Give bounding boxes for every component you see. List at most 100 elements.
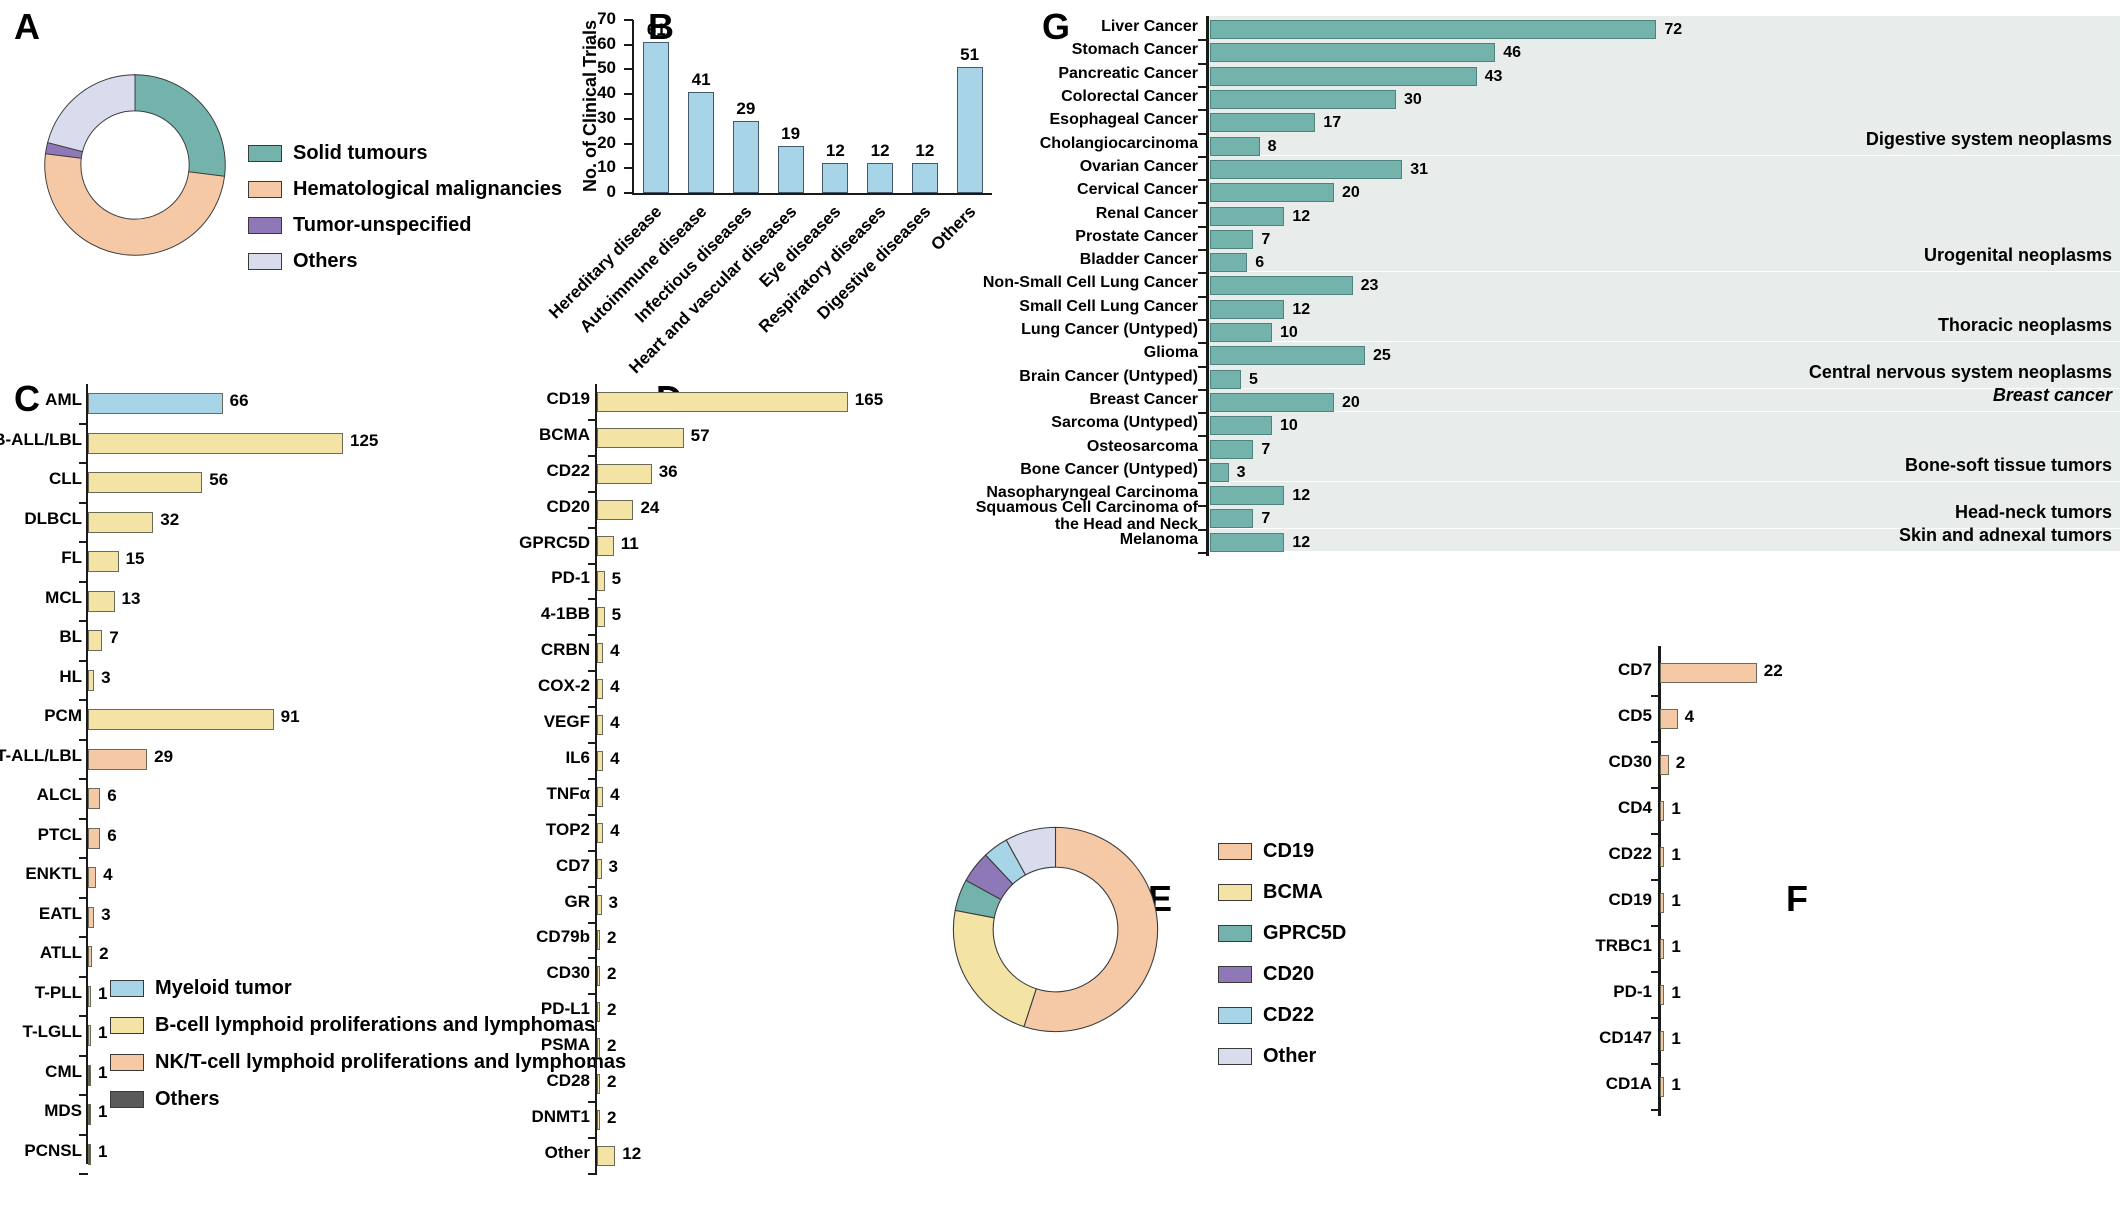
bar-respiratory-diseases	[867, 163, 894, 193]
bar-label: PD-1	[1613, 982, 1652, 1001]
bar-label: PTCL	[37, 824, 82, 844]
bar-label: VEGF	[543, 712, 590, 732]
bar-value: 24	[640, 497, 660, 517]
bar-label: CD4	[1617, 798, 1652, 817]
panel-f-axis-line	[1658, 646, 1661, 1116]
bar-label: AML	[45, 390, 82, 410]
legend-item-other-e: Other	[1218, 1045, 1346, 1068]
bar-value: 13	[121, 588, 141, 608]
axis-tick	[588, 1065, 597, 1068]
bar-value: 10	[1280, 417, 1298, 435]
bar-small-cell-lung-cancer	[1210, 299, 1285, 319]
bar-value: 4	[610, 784, 620, 804]
bar-cd19	[597, 391, 848, 412]
bar-label: Nasopharyngeal Carcinoma	[986, 484, 1198, 502]
bar-label: Sarcoma (Untyped)	[1051, 414, 1198, 432]
bar-value: 1	[98, 1023, 108, 1043]
panel-g-axis-line	[1206, 16, 1209, 556]
legend-swatch-others-c	[110, 1091, 144, 1108]
bar-label: Melanoma	[1119, 530, 1198, 548]
bar-value: 8	[1267, 137, 1277, 155]
bar-label: CD5	[1617, 706, 1652, 725]
bar-glioma	[1210, 346, 1365, 366]
bar-value: 12	[1292, 487, 1311, 505]
axis-tick	[1198, 272, 1207, 275]
bar-value: 41	[691, 69, 711, 89]
legend-swatch-others	[248, 253, 282, 270]
legend-label-nk-t-cell: NK/T-cell lymphoid proliferations and ly…	[155, 1051, 627, 1073]
bar-cervical-cancer	[1210, 183, 1334, 203]
bar-label: COX-2	[538, 676, 590, 696]
group-label: Breast cancer	[1992, 385, 2112, 406]
bar-mds	[88, 1104, 91, 1126]
bar-label: CD147	[1599, 1028, 1652, 1047]
bar-aml	[88, 393, 223, 415]
bar-label: Cholangiocarcinoma	[1039, 134, 1198, 152]
donut-slice-other	[1005, 826, 1057, 876]
bar-value: 61	[646, 20, 666, 40]
axis-tick	[588, 777, 597, 780]
bar-value: 1	[1671, 799, 1681, 818]
legend-label-cd20: CD20	[1263, 963, 1315, 985]
panel-label-b: B	[648, 6, 674, 47]
bar-value: 5	[611, 605, 622, 625]
bar-label: CML	[45, 1061, 82, 1081]
group-band	[1208, 482, 2120, 528]
group-band	[1208, 272, 2120, 342]
bar-value: 12	[915, 141, 935, 161]
axis-tick	[1198, 528, 1207, 531]
bar-pcnsl	[88, 1143, 91, 1165]
bar-osteosarcoma	[1210, 439, 1254, 459]
bar-label: CD1A	[1605, 1074, 1652, 1093]
bar-label: Pancreatic Cancer	[1058, 64, 1198, 82]
legend-label-bcma: BCMA	[1263, 881, 1323, 903]
bar-value: 165	[854, 389, 884, 409]
bar-value: 7	[1261, 440, 1271, 458]
bar-value: 66	[229, 391, 249, 411]
bar-label: Esophageal Cancer	[1049, 111, 1199, 129]
axis-tick	[1198, 109, 1207, 112]
bar-fl	[88, 551, 119, 573]
bar-heart-and-vascular-diseases	[777, 146, 804, 193]
bar-value: 32	[160, 509, 180, 529]
legend-swatch-cd20	[1218, 966, 1252, 983]
bar-t-all-lbl	[88, 748, 148, 770]
bar-prostate-cancer	[1210, 229, 1254, 249]
legend-swatch-gprc5d	[1218, 925, 1252, 942]
axis-tick	[1651, 833, 1660, 835]
bar-label: CD79b	[536, 927, 590, 947]
y-tick	[624, 192, 633, 194]
axis-tick	[1198, 39, 1207, 42]
bar-value: 4	[610, 748, 620, 768]
bar-value: 6	[107, 786, 117, 806]
donut-slice-hematological-malignancies	[44, 153, 226, 256]
donut-slice-solid-tumours	[134, 74, 226, 177]
bar-liver-cancer	[1210, 20, 1657, 40]
axis-tick	[1198, 365, 1207, 368]
bar-cd22	[597, 463, 652, 484]
legend-swatch-hematological-malignancies	[248, 181, 282, 198]
bar-value: 2	[607, 1036, 617, 1056]
bar-value: 125	[350, 430, 379, 450]
axis-tick	[588, 706, 597, 709]
y-tick-label: 40	[597, 83, 616, 103]
bar-label: Small Cell Lung Cancer	[1019, 297, 1198, 315]
bar-value: 4	[610, 713, 620, 733]
bar-il6	[597, 750, 604, 771]
axis-tick	[1198, 551, 1207, 554]
bar-cd20	[597, 499, 634, 520]
bar-value: 7	[1261, 230, 1271, 248]
group-label: Head-neck tumors	[1954, 501, 2112, 522]
y-tick	[624, 43, 633, 46]
bar-value: 2	[607, 1107, 617, 1127]
bar-cd30	[1660, 755, 1669, 775]
axis-tick	[1198, 62, 1207, 65]
bar-label: Prostate Cancer	[1075, 227, 1198, 245]
bar-label: BL	[59, 627, 82, 647]
bar-label: ATLL	[39, 943, 82, 963]
bar-value: 3	[608, 856, 619, 876]
bar-label: FL	[61, 548, 82, 568]
axis-tick	[1198, 435, 1207, 438]
axis-tick	[588, 1101, 597, 1103]
